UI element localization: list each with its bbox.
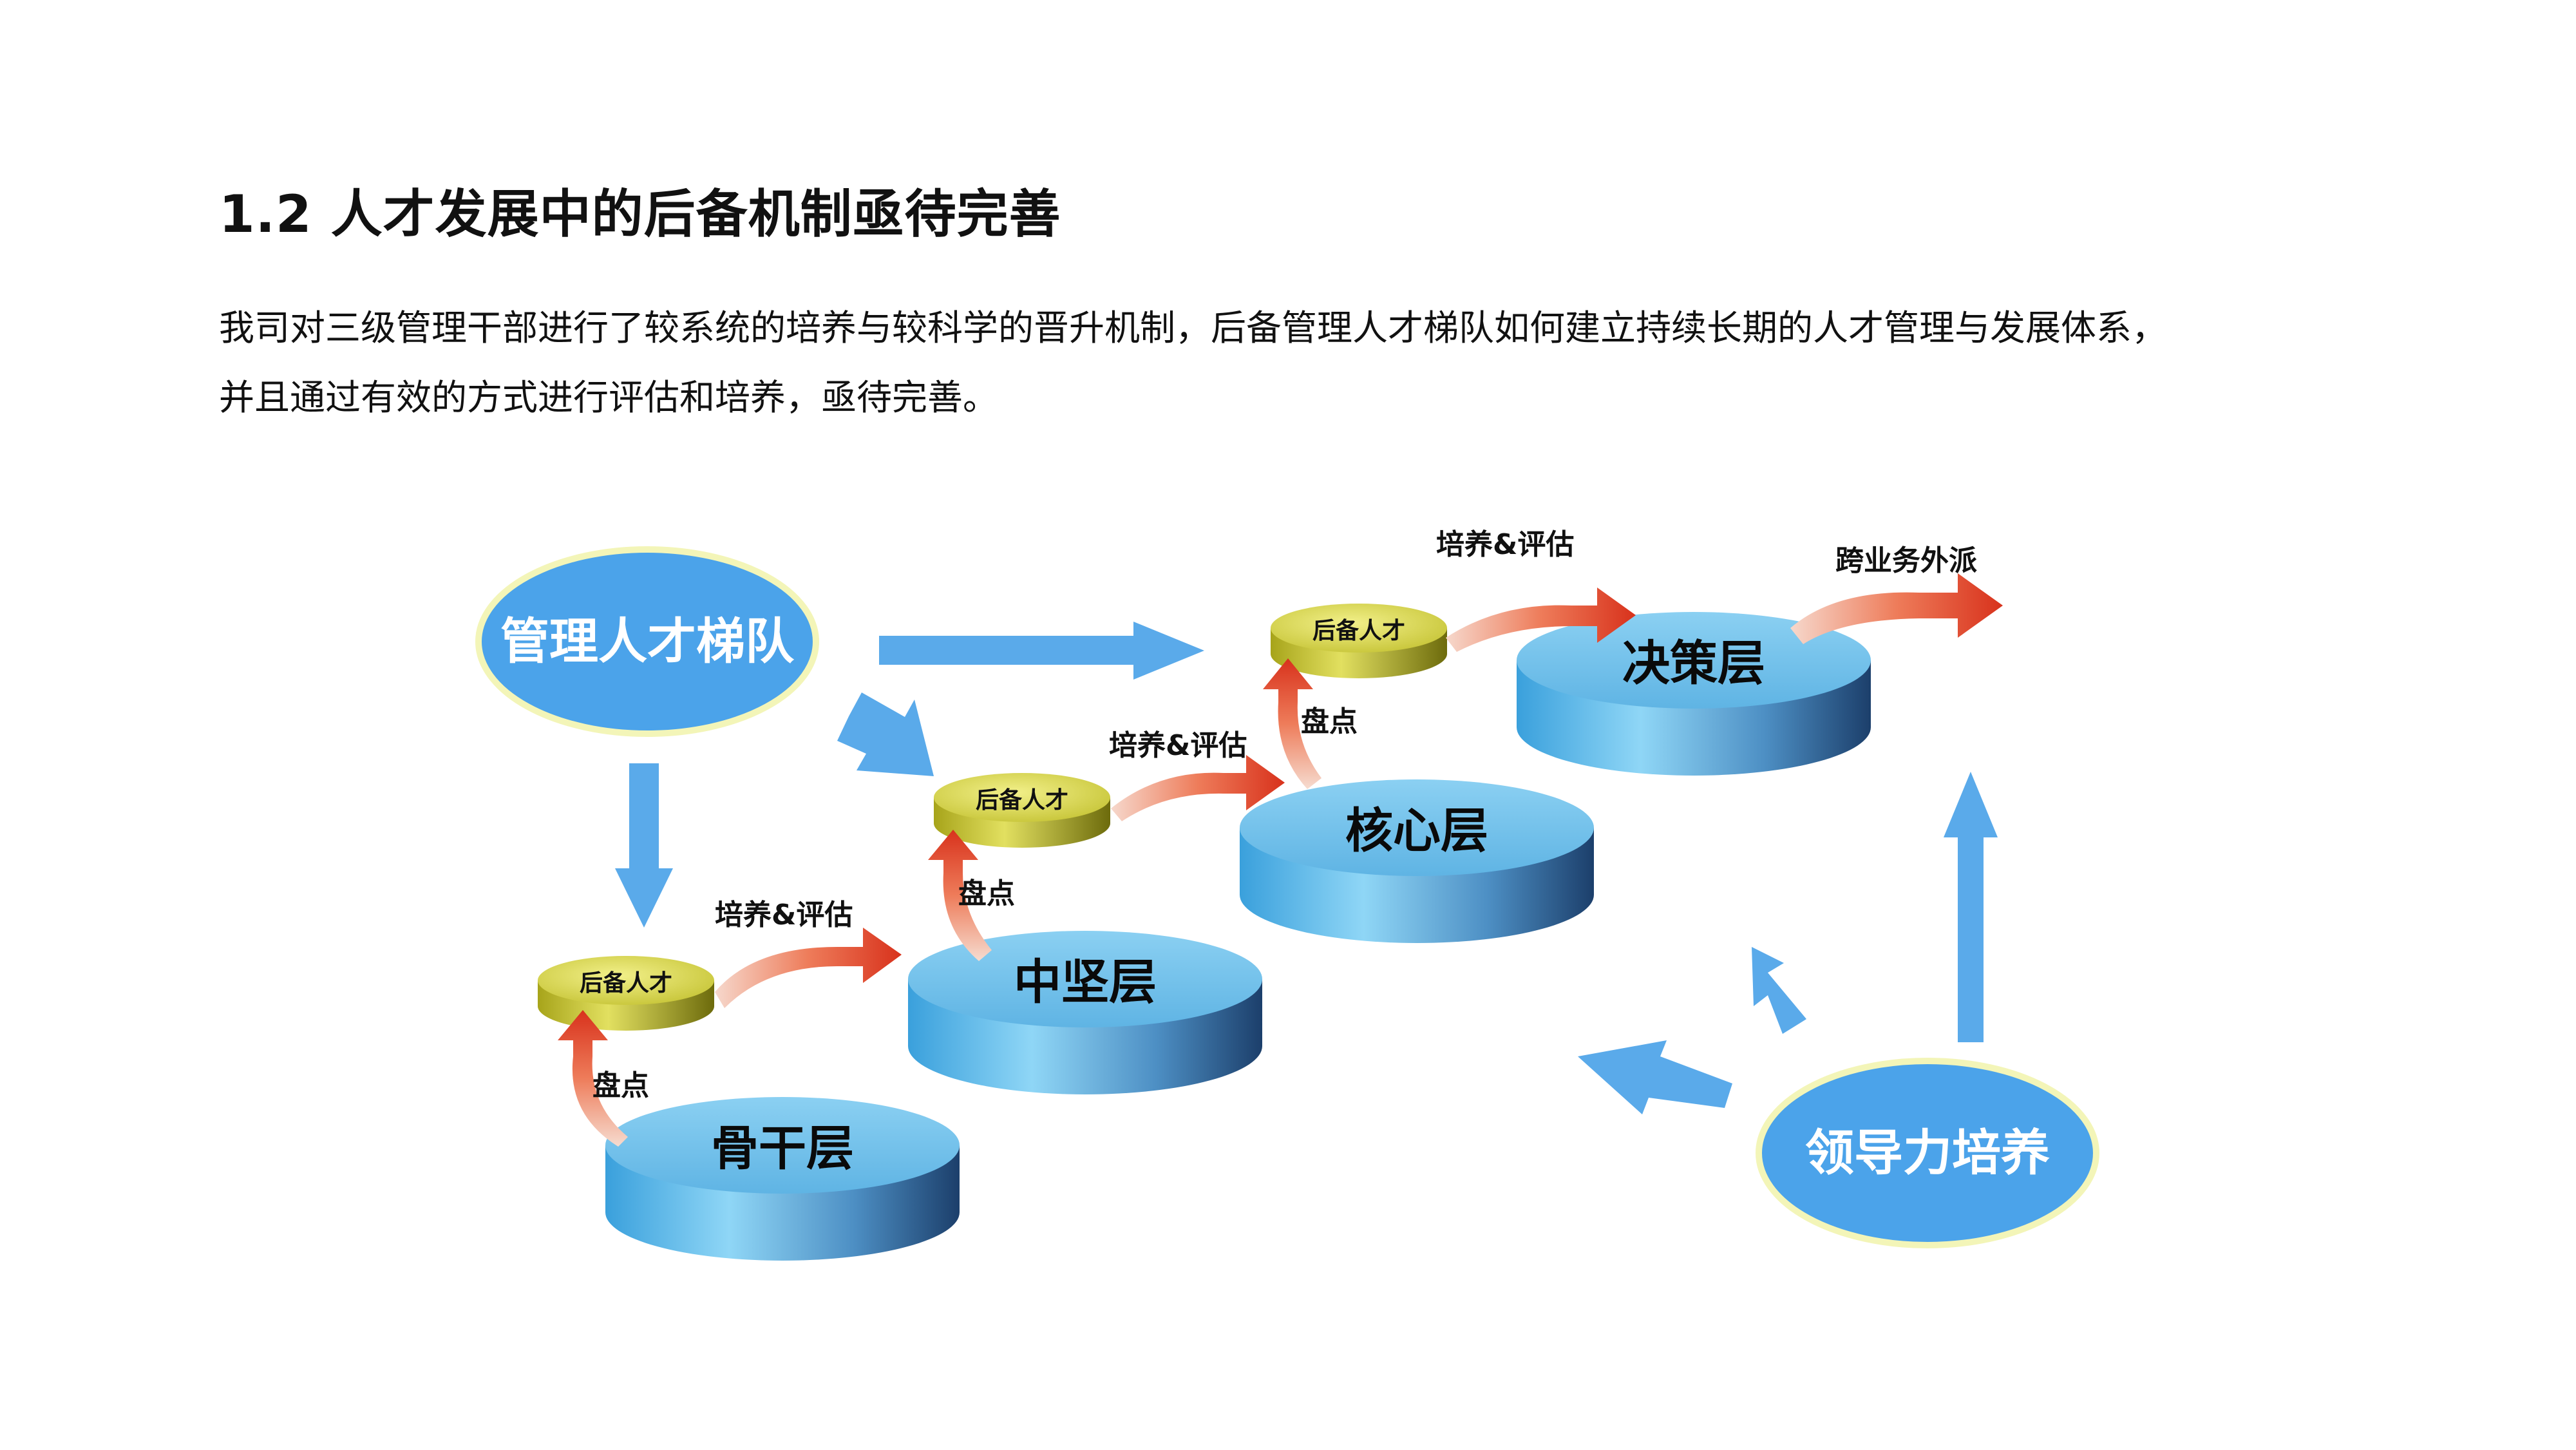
paragraph-line-1: 我司对三级管理干部进行了较系统的培养与较科学的晋升机制，后备管理人才梯队如何建立…	[219, 307, 2168, 348]
management-talent-ellipse: 管理人才梯队	[475, 546, 819, 737]
assess-label-2: 盘点	[958, 877, 1015, 910]
assess-arrow-2	[928, 830, 992, 961]
blue-arrow-up-left	[1752, 947, 1806, 1034]
dispatch-label: 跨业务外派	[1835, 544, 1977, 577]
core-tier-disk: 核心层	[1240, 779, 1594, 943]
section-title: 1.2 人才发展中的后备机制亟待完善	[219, 184, 1061, 244]
reserve-talent-disk-2: 后备人才	[934, 773, 1110, 848]
description-paragraph: 我司对三级管理干部进行了较系统的培养与较科学的晋升机制，后备管理人才梯队如何建立…	[219, 293, 2344, 432]
decision-tier-disk: 决策层	[1517, 612, 1871, 776]
reserve-talent-label-3: 后备人才	[1312, 618, 1405, 644]
assess-label-1: 盘点	[592, 1069, 649, 1102]
train-assess-arrow-1	[715, 928, 902, 1008]
paragraph-line-2: 并且通过有效的方式进行评估和培养，亟待完善。	[219, 377, 999, 418]
train-assess-arrow-3	[1446, 587, 1636, 652]
train-assess-arrow-2	[1111, 755, 1285, 821]
leadership-ellipse: 领导力培养	[1756, 1058, 2099, 1248]
backbone-tier-label: 骨干层	[711, 1121, 854, 1176]
blue-arrow-right	[879, 622, 1204, 680]
blue-arrow-down	[615, 763, 673, 928]
reserve-talent-disk-1: 后备人才	[538, 956, 714, 1031]
dispatch-arrow	[1790, 573, 2003, 644]
decision-tier-label: 决策层	[1622, 636, 1765, 691]
train-assess-label-1: 培养&评估	[715, 899, 853, 931]
middle-tier-disk: 中坚层	[908, 931, 1262, 1094]
reserve-talent-label-1: 后备人才	[580, 970, 672, 997]
assess-arrow-3	[1263, 658, 1321, 789]
core-tier-label: 核心层	[1345, 803, 1488, 859]
blue-arrow-diagonal	[837, 692, 934, 776]
leadership-label: 领导力培养	[1805, 1124, 2050, 1181]
middle-tier-label: 中坚层	[1014, 955, 1157, 1010]
reserve-talent-label-2: 后备人才	[976, 787, 1068, 814]
assess-arrow-1	[558, 1010, 628, 1147]
train-assess-label-3: 培养&评估	[1436, 528, 1574, 561]
assess-label-3: 盘点	[1301, 705, 1358, 738]
backbone-tier-disk: 骨干层	[605, 1097, 960, 1261]
blue-arrow-up	[1944, 772, 1998, 1042]
reserve-talent-disk-3: 后备人才	[1271, 604, 1447, 678]
blue-arrow-left	[1578, 1040, 1732, 1114]
management-talent-label: 管理人才梯队	[500, 613, 795, 670]
train-assess-label-2: 培养&评估	[1109, 729, 1247, 762]
